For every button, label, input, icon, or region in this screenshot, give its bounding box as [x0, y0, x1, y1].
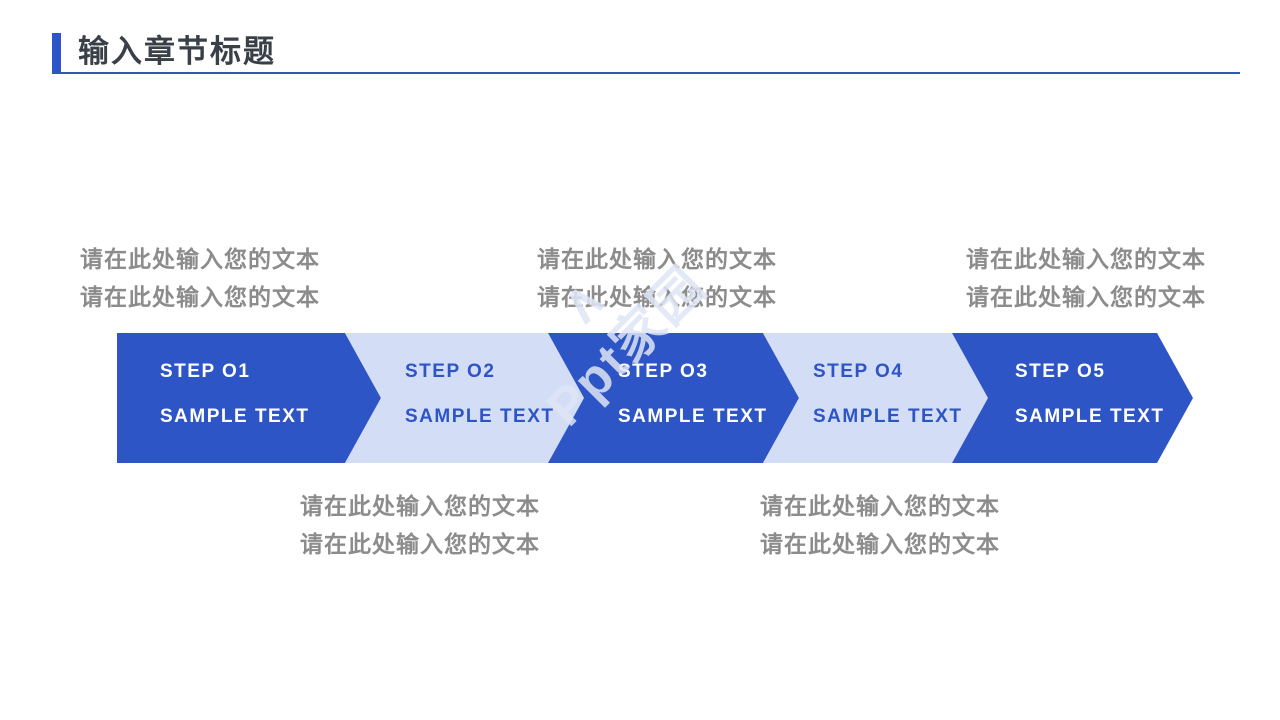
step-title: STEP O3	[618, 361, 709, 382]
step-subtitle: SAMPLE TEXT	[618, 406, 768, 427]
chevron-step-3	[548, 333, 799, 463]
placeholder-line: 请在此处输入您的文本	[966, 284, 1206, 310]
step-subtitle: SAMPLE TEXT	[160, 406, 310, 427]
placeholder-line: 请在此处输入您的文本	[80, 284, 320, 310]
placeholder-line: 请在此处输入您的文本	[300, 531, 540, 557]
placeholder-text-top-1: 请在此处输入您的文本 请在此处输入您的文本	[80, 240, 320, 316]
chevron-step-1	[117, 333, 381, 463]
placeholder-line: 请在此处输入您的文本	[80, 246, 320, 272]
step-subtitle: SAMPLE TEXT	[405, 406, 555, 427]
step-title: STEP O4	[813, 361, 904, 382]
chevron-step-5	[952, 333, 1193, 463]
title-divider	[52, 72, 1240, 74]
placeholder-line: 请在此处输入您的文本	[537, 284, 777, 310]
step-4-label: STEP O4 SAMPLE TEXT	[813, 361, 963, 428]
placeholder-line: 请在此处输入您的文本	[966, 246, 1206, 272]
placeholder-line: 请在此处输入您的文本	[537, 246, 777, 272]
placeholder-line: 请在此处输入您的文本	[300, 493, 540, 519]
step-title: STEP O2	[405, 361, 496, 382]
placeholder-text-bottom-2: 请在此处输入您的文本 请在此处输入您的文本	[760, 487, 1000, 563]
placeholder-text-bottom-1: 请在此处输入您的文本 请在此处输入您的文本	[300, 487, 540, 563]
chevron-step-4	[763, 333, 988, 463]
step-2-label: STEP O2 SAMPLE TEXT	[405, 361, 555, 428]
chevron-step-2	[345, 333, 584, 463]
step-title: STEP O1	[160, 361, 251, 382]
step-3-label: STEP O3 SAMPLE TEXT	[618, 361, 768, 428]
step-subtitle: SAMPLE TEXT	[1015, 406, 1165, 427]
step-title: STEP O5	[1015, 361, 1106, 382]
page-title: 输入章节标题	[78, 34, 276, 69]
placeholder-text-top-2: 请在此处输入您的文本 请在此处输入您的文本	[537, 240, 777, 316]
step-subtitle: SAMPLE TEXT	[813, 406, 963, 427]
step-1-label: STEP O1 SAMPLE TEXT	[160, 361, 310, 428]
process-arrow-band	[117, 333, 1193, 463]
step-5-label: STEP O5 SAMPLE TEXT	[1015, 361, 1165, 428]
title-accent-bar	[52, 33, 61, 72]
placeholder-text-top-3: 请在此处输入您的文本 请在此处输入您的文本	[966, 240, 1206, 316]
placeholder-line: 请在此处输入您的文本	[760, 493, 1000, 519]
placeholder-line: 请在此处输入您的文本	[760, 531, 1000, 557]
